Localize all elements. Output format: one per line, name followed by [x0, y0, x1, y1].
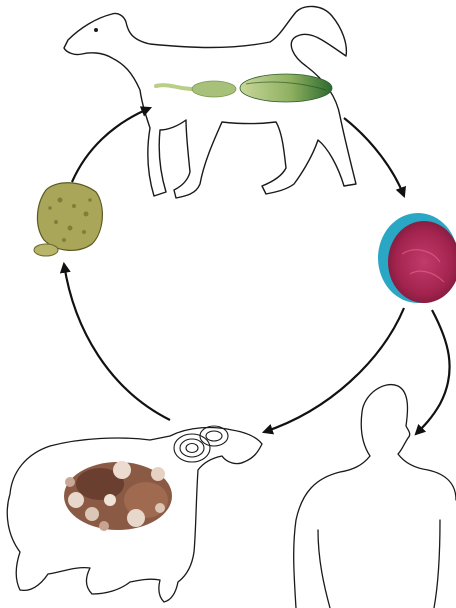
- arrow-egg-to-human: [416, 310, 450, 434]
- dog-eye-icon: [94, 28, 98, 32]
- dog-outline-icon: [64, 6, 356, 198]
- protoscolex-micrograph-icon: [34, 183, 102, 256]
- arrow-protoscolex-to-dog: [72, 108, 150, 182]
- tapeworm-icon: [156, 74, 332, 102]
- arrow-sheep-to-protoscolex: [64, 264, 170, 420]
- egg-stage: [378, 213, 456, 303]
- hydatid-cyst-icon: [64, 461, 172, 531]
- arrow-egg-to-sheep: [264, 308, 404, 432]
- protoscolex-stage: [34, 183, 102, 256]
- dog-stage: [64, 6, 356, 198]
- egg-micrograph-icon: [378, 213, 456, 303]
- sheep-stage: [7, 426, 262, 602]
